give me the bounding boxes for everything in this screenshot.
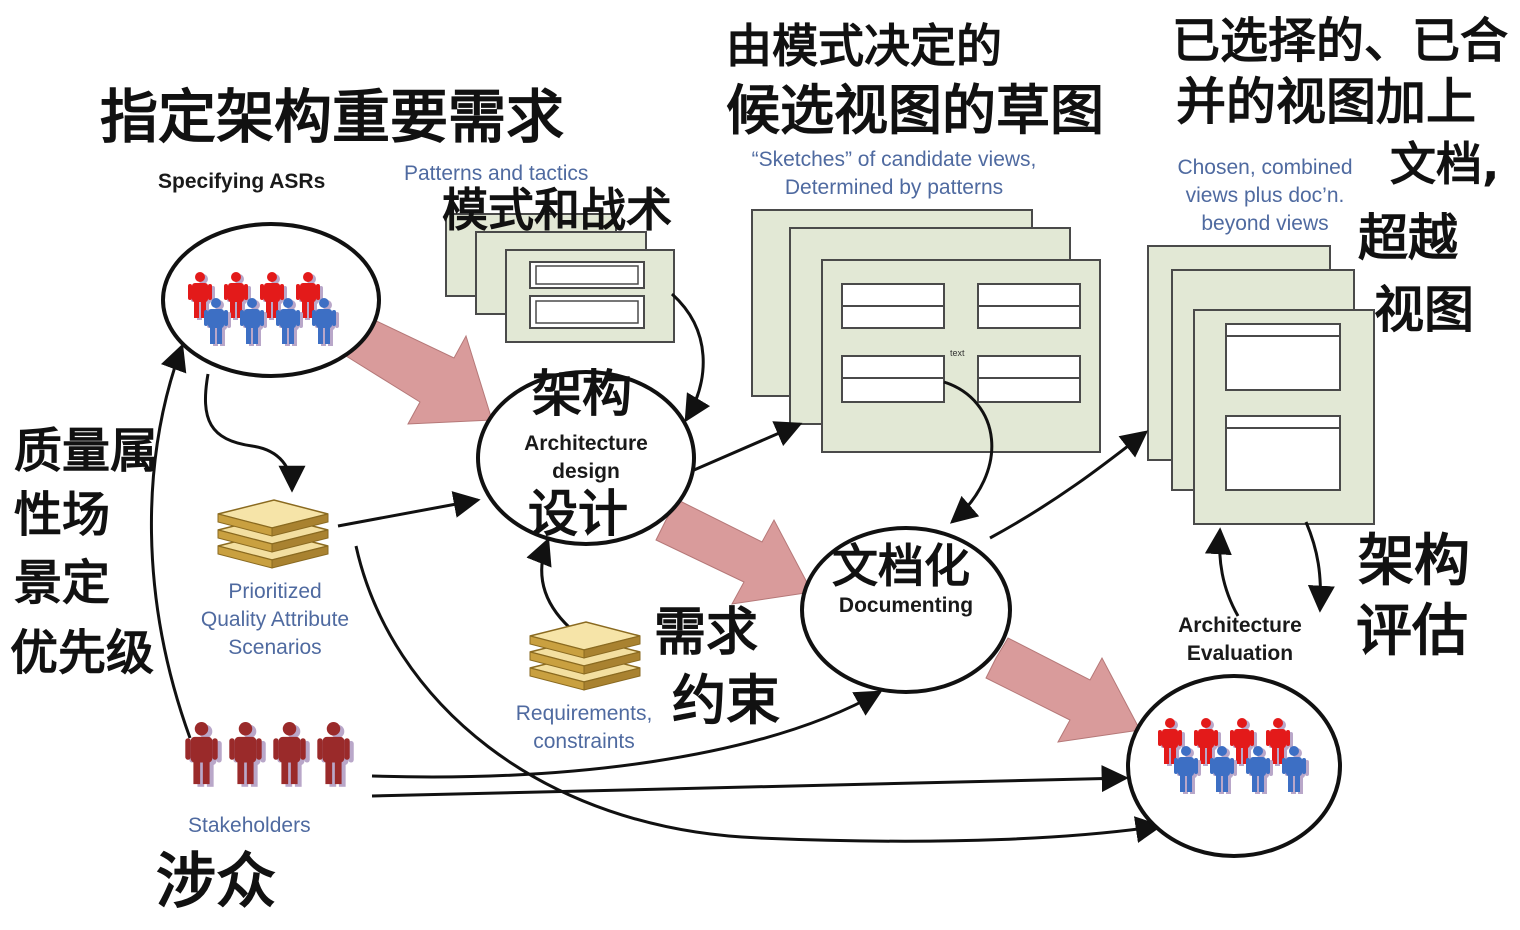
label-prioritized-line1: Prioritized [228,580,322,603]
label-chosen-line1: Chosen, combined [1177,156,1353,179]
label-documenting: Documenting [838,594,974,617]
person-icon [240,298,264,344]
handwritten-evaluation-line2: 评估 [1356,599,1468,664]
person-icon [1282,746,1306,792]
arrow-documenting-to-chosen [989,430,1149,540]
person-icon [296,272,320,318]
documenting-circle [800,526,1012,694]
asrs-people-icon [188,272,339,346]
person-icon [317,722,350,785]
handwritten-qa-line3: 景定 [14,555,111,611]
label-architecture-design-line2: design [552,460,620,483]
person-icon [312,298,336,344]
person-icon [185,722,218,785]
person-icon [260,272,284,318]
requirements-books-icon [529,621,641,691]
handwritten-qa-line1: 质量属 [14,423,159,479]
arrow-eval-to-chosen [1204,527,1240,617]
handwritten-requirements: 需求 [654,603,759,663]
handwritten-constraints: 约束 [672,669,780,732]
chosen-view-cards [1147,245,1375,525]
flow-arrow-documenting-to-evaluation [985,637,1141,743]
label-chosen-line2: views plus doc’n. [1185,184,1345,207]
person-icon [1230,718,1254,764]
arrow-design-to-sketches [693,421,803,472]
handwritten-architecture: 架构 [532,365,632,423]
person-icon [204,298,228,344]
label-architecture-design-line1: Architecture [524,432,648,455]
arrow-stakeholders-to-eval [371,765,1129,798]
label-chosen-line3: beyond views [1201,212,1329,235]
handwritten-qa-line4: 优先级 [10,625,155,681]
label-requirements-line1: Requirements, [515,702,653,725]
connector-arrows [149,292,1335,843]
flow-arrow-design-to-documenting [655,499,813,605]
label-sketches-line1: “Sketches” of candidate views, [751,148,1037,171]
label-prioritized-line3: Scenarios [228,636,322,659]
handwritten-qa-line2: 性场 [14,487,111,543]
arrow-asrs-to-qa [204,373,306,493]
arrow-chosen-to-eval [1304,521,1335,613]
label-chosen-views: Chosen, combined views plus doc’n. beyon… [1146,154,1384,238]
person-icon [1266,718,1290,764]
architecture-design-circle [476,370,696,546]
label-evaluation-line2: Evaluation [1186,642,1294,665]
label-stakeholders: Stakeholders [188,814,311,837]
label-specifying-asrs: Specifying ASRs [158,170,326,193]
person-icon [229,722,262,785]
handwritten-chosen-line2: 并的视图加上 [1176,73,1476,131]
person-icon [224,272,248,318]
handwritten-documenting: 文档化 [832,539,970,593]
label-evaluation-line1: Architecture [1178,614,1302,637]
handwritten-stakeholders: 涉众 [156,847,276,917]
person-icon [1210,746,1234,792]
label-architecture-evaluation: Architecture Evaluation [1140,612,1340,668]
person-icon [1246,746,1270,792]
label-patterns-tactics: Patterns and tactics [404,162,589,185]
arrow-requirements-to-design [526,537,572,630]
label-architecture-design: Architecture design [478,430,694,486]
stakeholders-people-icon [185,722,354,787]
handwritten-chosen-line4: 超越 [1358,209,1458,267]
evaluation-people-icon [1158,718,1309,794]
sketch-view-cards [751,209,1101,453]
label-sketches-line2: Determined by patterns [784,176,1004,199]
main-flow-arrows [345,315,1141,743]
handwritten-sketches-line2: 候选视图的草图 [726,79,1104,142]
handwritten-chosen-line1: 已选择的、已合 [1172,13,1509,69]
label-requirements: Requirements, constraints [484,700,684,756]
handwritten-patterns-tactics: 模式和战术 [442,183,672,237]
person-icon [1158,718,1182,764]
arrow-stakeholders-to-asrs [149,343,192,739]
label-sketches: “Sketches” of candidate views, Determine… [700,146,1088,202]
patterns-tactics-cards [445,213,675,343]
person-icon [1174,746,1198,792]
person-icon [273,722,306,785]
handwritten-evaluation-line1: 架构 [1358,529,1470,594]
arrow-stakeholders-to-documenting [371,690,883,779]
person-icon [188,272,212,318]
arrow-qa-to-design [337,491,481,528]
handwritten-specify-asrs: 指定架构重要需求 [100,83,565,151]
sketch-text-label: text [950,348,965,358]
handwritten-chosen-line5: 视图 [1374,281,1474,339]
person-icon [276,298,300,344]
arrow-sketches-to-documenting [943,380,994,524]
handwritten-chosen-line3: 文档, [1390,137,1500,191]
arrow-qa-to-eval [354,545,1163,843]
handwritten-design: 设计 [528,485,628,543]
person-icon [1194,718,1218,764]
handwritten-sketches-line1: 由模式决定的 [726,19,1002,73]
qa-scenarios-books-icon [217,499,329,569]
label-requirements-line2: constraints [533,730,635,753]
label-prioritized-line2: Quality Attribute [200,608,350,631]
label-prioritized-qa: Prioritized Quality Attribute Scenarios [168,578,382,662]
arrow-patterns-to-design [670,292,711,423]
